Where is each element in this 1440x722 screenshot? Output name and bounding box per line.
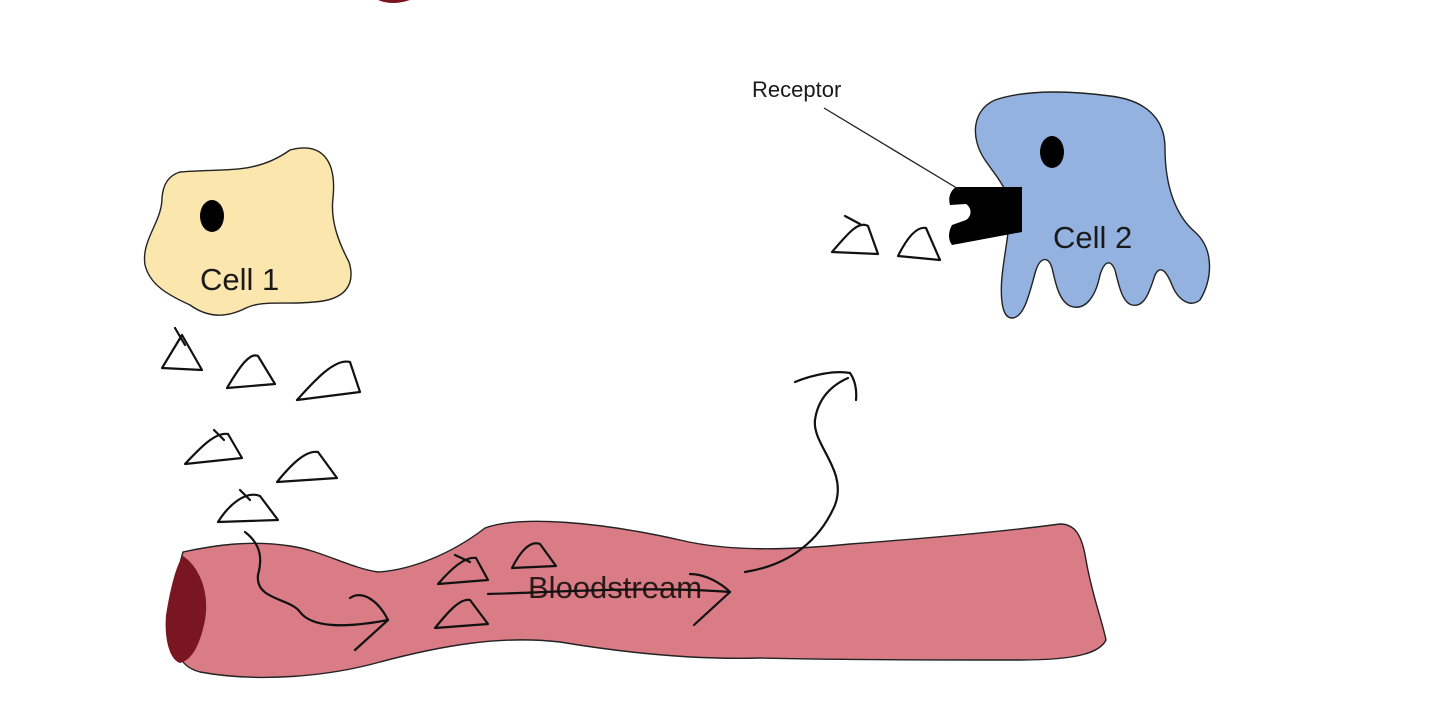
blood-vessel: Bloodstream (165, 520, 1107, 679)
cell-1-label: Cell 1 (200, 262, 279, 297)
cell-2-body (974, 91, 1211, 319)
hormone-triangle-icon (510, 542, 558, 570)
hormone-triangle-icon (160, 326, 204, 372)
cell-2: Cell 2 (974, 91, 1211, 319)
squiggly-arrow-icon (348, 594, 390, 652)
squiggly-arrow-icon (688, 572, 732, 627)
cell-1-body (143, 147, 352, 316)
cell-2-nucleus (1040, 136, 1064, 168)
hormone-triangle-icon (225, 354, 277, 390)
squiggly-arrow-icon (743, 376, 850, 574)
cell-1: Cell 1 (143, 147, 352, 316)
receptor: Receptor (752, 77, 1022, 245)
flow-arrows (243, 371, 858, 652)
hormone-molecules (160, 214, 942, 630)
receptor-pointer-line (823, 107, 961, 191)
bloodstream-label: Bloodstream (528, 570, 702, 605)
receptor-shape (949, 187, 1022, 245)
squiggly-arrow-icon (486, 588, 732, 596)
blood-vessel-cut-end (165, 556, 207, 663)
hormone-triangle-icon (896, 226, 942, 262)
header-fragment (378, 0, 410, 3)
hormone-triangle-icon (216, 488, 280, 524)
squiggly-arrow-icon (243, 530, 390, 627)
hormone-triangle-icon (275, 450, 339, 484)
receptor-label: Receptor (752, 77, 841, 102)
hormone-triangle-icon (183, 428, 244, 466)
blood-vessel-body (173, 520, 1107, 679)
squiggly-arrow-icon (793, 371, 858, 402)
cell-1-nucleus (200, 200, 224, 232)
cell-2-label: Cell 2 (1053, 220, 1132, 255)
hormone-triangle-icon (830, 214, 880, 256)
hormone-triangle-icon (436, 553, 490, 586)
hormone-triangle-icon (295, 360, 362, 402)
hormone-triangle-icon (433, 598, 490, 630)
